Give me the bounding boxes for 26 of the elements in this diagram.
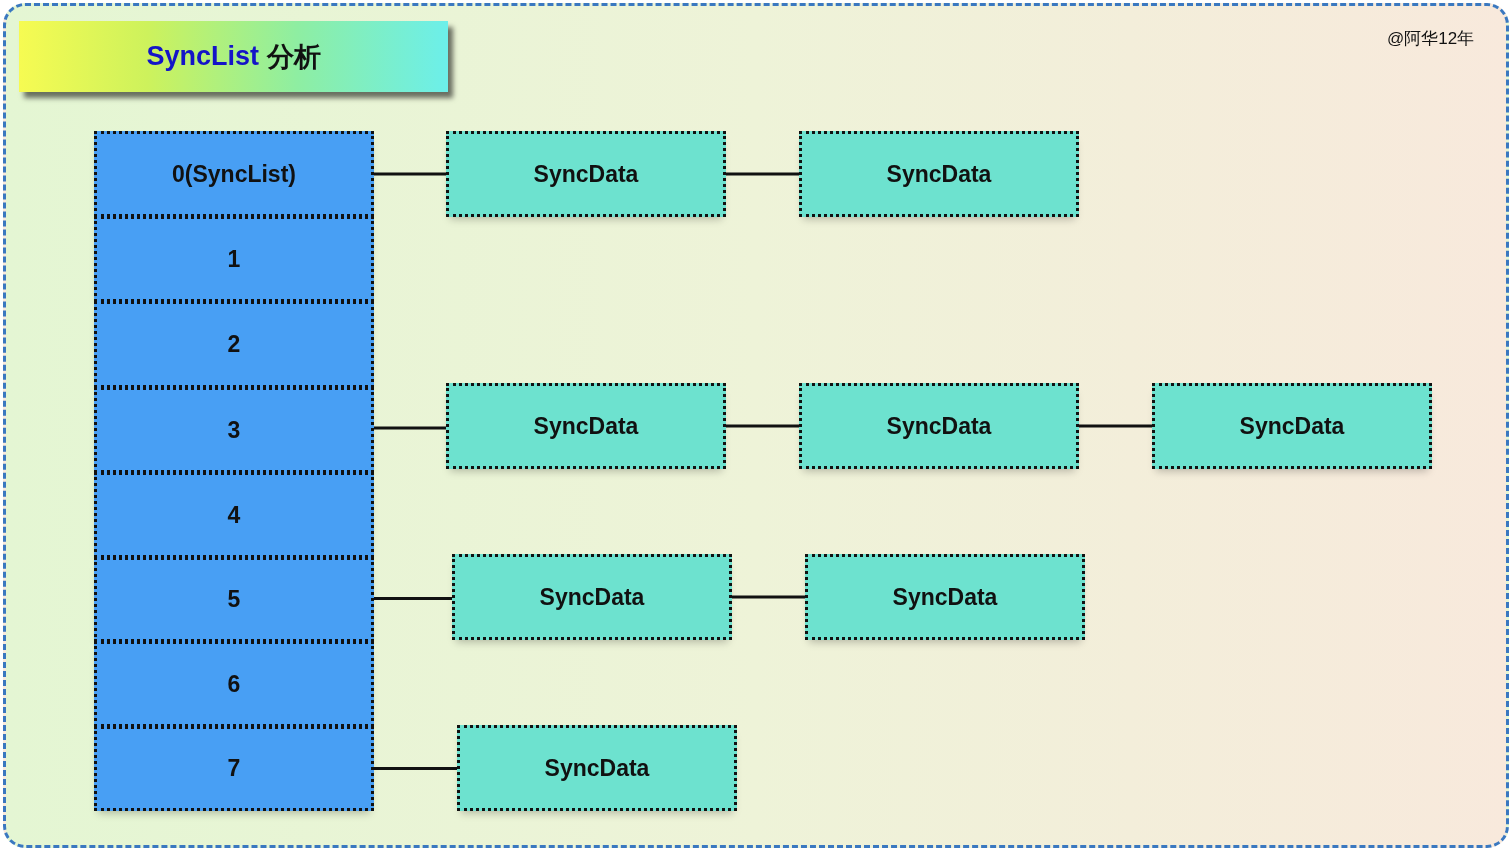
array-slot: 2 bbox=[94, 301, 374, 388]
sync-data-node: SyncData bbox=[799, 131, 1079, 217]
connector-line bbox=[726, 424, 799, 428]
sync-data-node: SyncData bbox=[446, 131, 726, 217]
array-slot: 0(SyncList) bbox=[94, 131, 374, 217]
sync-data-node: SyncData bbox=[799, 383, 1079, 469]
connector-line bbox=[732, 595, 805, 599]
sync-data-node: SyncData bbox=[1152, 383, 1432, 469]
connector-line bbox=[726, 172, 799, 176]
sync-data-node: SyncData bbox=[452, 554, 732, 640]
sync-data-node: SyncData bbox=[805, 554, 1085, 640]
connector-line bbox=[374, 767, 457, 770]
title-banner: SyncList 分析 bbox=[19, 21, 448, 92]
connector-line bbox=[1079, 424, 1152, 428]
connector-line bbox=[374, 426, 446, 430]
connector-line bbox=[374, 597, 452, 600]
array-slot: 6 bbox=[94, 641, 374, 727]
array-slot: 1 bbox=[94, 216, 374, 302]
sync-data-node: SyncData bbox=[457, 725, 737, 811]
connector-line bbox=[374, 172, 446, 176]
array-slot: 3 bbox=[94, 387, 374, 473]
array-slot: 4 bbox=[94, 472, 374, 558]
array-slot: 7 bbox=[94, 726, 374, 811]
sync-data-node: SyncData bbox=[446, 383, 726, 469]
array-slot: 5 bbox=[94, 557, 374, 642]
author-note: @阿华12年 bbox=[1387, 28, 1475, 50]
